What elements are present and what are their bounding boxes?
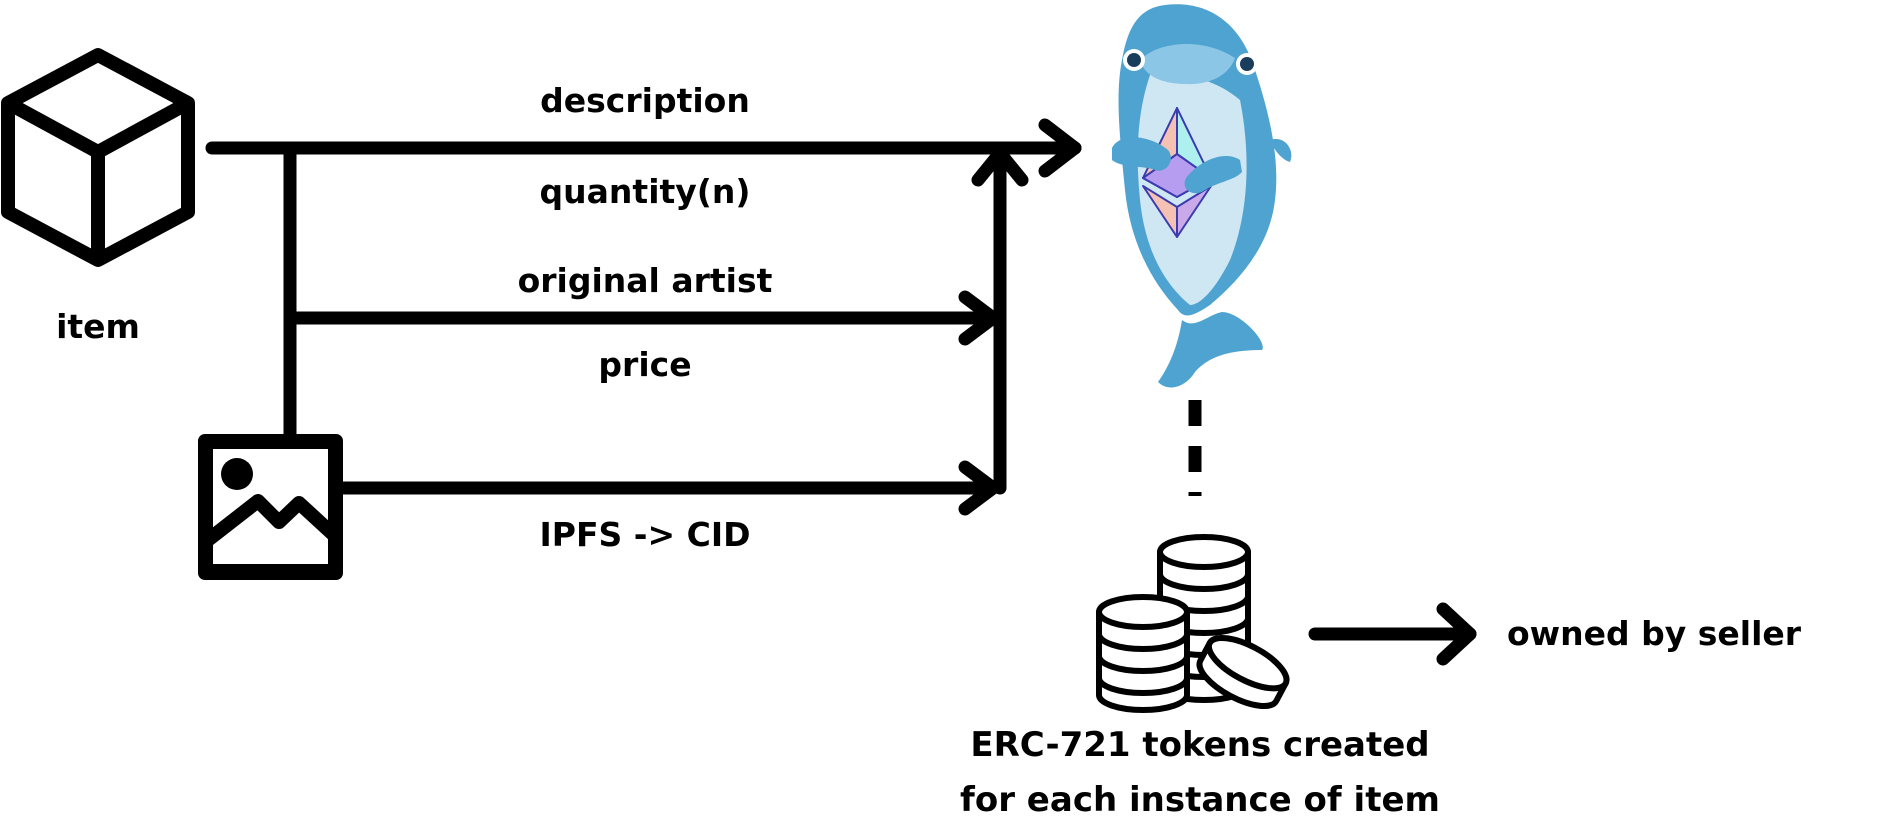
item-label: item (56, 307, 140, 346)
description-label: description (540, 81, 750, 120)
ipfs-arrowhead (958, 460, 1000, 516)
connector-lines (205, 118, 1477, 666)
ipfs-cid-label: IPFS -> CID (539, 515, 751, 554)
coin-stack-icon (1096, 534, 1290, 713)
riser-arrowhead (971, 146, 1029, 187)
artist-arrowhead (958, 290, 1000, 346)
original-artist-label: original artist (517, 261, 773, 300)
quantity-label: quantity(n) (539, 172, 751, 211)
owned-by-seller-label: owned by seller (1507, 614, 1802, 653)
tokens-caption-line-1: ERC-721 tokens created (970, 725, 1430, 765)
dolphin-ethereum-mascot (1112, 4, 1292, 388)
owned-arrowhead (1436, 602, 1477, 666)
cube-icon (1, 48, 195, 267)
description-arrowhead (1038, 118, 1082, 178)
image-icon (198, 434, 343, 580)
tokens-caption: ERC-721 tokens created for each instance… (960, 718, 1440, 828)
price-label: price (598, 345, 692, 384)
tokens-caption-line-2: for each instance of item (960, 780, 1440, 820)
